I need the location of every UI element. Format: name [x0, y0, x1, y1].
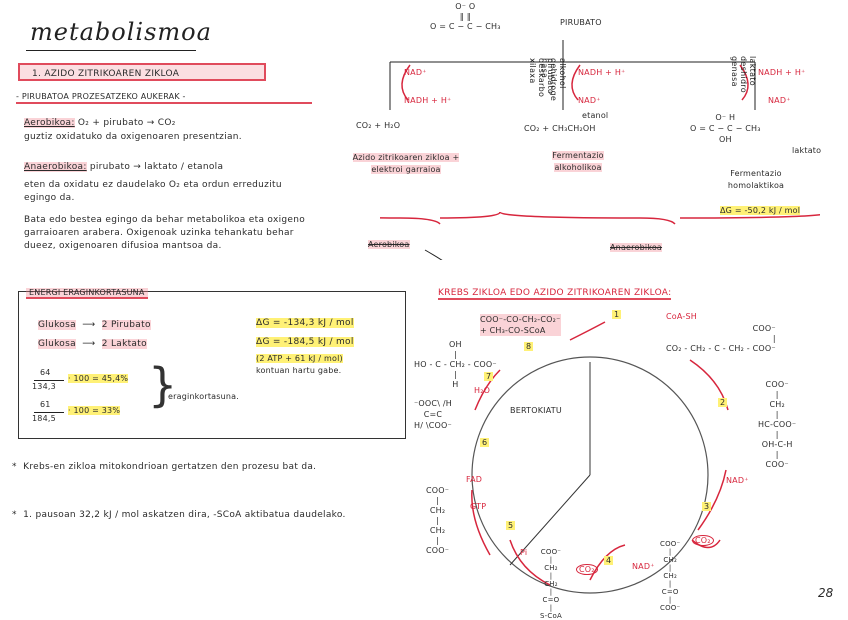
aerobic-line: Aerobikoa: O₂ + pirubato → CO₂: [24, 118, 304, 128]
section-subheader: - PIRUBATOA PROZESATZEKO AUKERAK -: [16, 92, 312, 104]
pi: Pi: [520, 548, 528, 557]
step-4: 4: [604, 556, 614, 565]
akg-formula: COO⁻ | CH₂ | CH₂ | C=O | COO⁻: [660, 540, 681, 612]
frac2-num: 61: [40, 400, 51, 409]
anaerobic-text: eten da oxidatu ez daudelako O₂ eta ordu…: [24, 180, 282, 203]
step-1: 1: [612, 310, 622, 319]
b1-products: CO₂ + H₂O: [356, 121, 401, 130]
b1-name: Azido zitrikoaren zikloa + elektroi garr…: [346, 152, 466, 176]
row1-dg: ΔG = -134,3 kJ / mol: [256, 318, 354, 328]
pyruvate-formula: O⁻ O ‖ ‖ O = C − C − CH₃: [430, 2, 501, 31]
step-8: 8: [524, 342, 534, 351]
frac1-res: · 100 = 45,4%: [68, 374, 129, 383]
aerobic-equation: O₂ + pirubato → CO₂: [77, 118, 176, 128]
b1-name-text: Azido zitrikoaren zikloa + elektroi garr…: [352, 153, 460, 174]
title-underline: [26, 50, 196, 51]
fad: FAD: [466, 475, 483, 484]
b3-enzyme: laktato deshidro genasa: [730, 56, 757, 93]
oxaloacetate-acetylcoa: COO⁻-CO-CH₂-CO₂⁻ + CH₃-CO-SCoA: [480, 314, 561, 336]
note-1: * Krebs-en zikloa mitokondrioan gertatze…: [12, 460, 372, 474]
row1-arrow: ⟶: [79, 320, 99, 330]
step-2: 2: [718, 398, 728, 407]
frac2-bar: [34, 412, 64, 413]
bullet-2: *: [12, 510, 24, 520]
malate-formula: OH | HO - C - CH₂ - COO⁻ | H: [414, 340, 497, 389]
row2-note2: kontuan hartu gabe.: [256, 366, 342, 375]
energy-box-title: ENERGI ERAGINKORTASUNA: [26, 288, 148, 299]
b3-name: Fermentazio homolaktikoa: [727, 169, 785, 190]
step-7: 7: [484, 372, 494, 381]
page-number: 28: [818, 586, 834, 600]
fumarate-formula: ⁻OOC\ /H C=C H/ \COO⁻: [414, 399, 452, 430]
anaerobic-equation: pirubato → laktato / etanola: [89, 162, 224, 172]
anaerobic-label: Anaerobikoa:: [24, 162, 87, 172]
b3-dg: ΔG = -50,2 kJ / mol: [720, 206, 801, 215]
nad-2: NAD⁺: [632, 562, 655, 571]
brace: }: [148, 358, 178, 412]
b2-enzyme-2: alkohol dehidroge nasa: [540, 58, 567, 102]
krebs-title: KREBS ZIKLOA EDO AZIDO ZITRIKOAREN ZIKLO…: [438, 288, 672, 300]
note-2-text: 1. pausoan 32,2 kJ / mol askatzen dira, …: [23, 510, 346, 520]
row1-right: 2 Pirubato: [101, 320, 151, 330]
b3-formula: O⁻ H O = C − C − CH₃ OH: [690, 113, 761, 144]
row2-left: Glukosa: [38, 339, 76, 349]
b3-nad: NAD⁺: [768, 96, 791, 105]
citrate-formula: COO⁻ | CO₂ - CH₂ - C - CH₂ - COO⁻: [666, 324, 776, 353]
step-6: 6: [480, 438, 490, 447]
frac1-bar: [34, 380, 64, 381]
branch-lines: [380, 40, 820, 260]
frac2-res: · 100 = 33%: [68, 406, 121, 415]
paragraph-1: Bata edo bestea egingo da behar metaboli…: [24, 215, 306, 251]
step-5: 5: [506, 521, 516, 530]
energy-box: [18, 291, 406, 439]
isocitrate-formula: COO⁻ | CH₂ | HC-COO⁻ | OH-C-H | COO⁻: [758, 380, 797, 469]
brace-label: eraginkortasuna.: [168, 392, 240, 401]
frac1-den: 134,3: [32, 382, 56, 391]
b2-etanol: etanol: [582, 111, 609, 120]
frac2-den: 184,5: [32, 414, 56, 423]
b1-nad: NAD⁺: [404, 68, 427, 77]
row1-left: Glukosa: [38, 320, 76, 330]
bullet-1: *: [12, 462, 24, 472]
energy-row-2: Glukosa ⟶ 2 Laktato: [38, 339, 147, 349]
succinate-formula: COO⁻ | CH₂ | CH₂ | COO⁻: [426, 486, 450, 555]
b3-nadh: NADH + H⁺: [758, 68, 806, 77]
gtp: GTP: [470, 502, 487, 511]
b2-name-text: Fermentazio alkoholikoa: [552, 151, 604, 172]
frac2-result: · 100 = 33%: [68, 406, 121, 415]
section-header: 1. AZIDO ZITRIKOAREN ZIKLOA: [18, 63, 266, 81]
page-title: metabolismoa: [30, 18, 212, 46]
succinylcoa-formula: COO⁻ | CH₂ | CH₂ | C=O | S-CoA: [540, 548, 562, 620]
frac1-result: · 100 = 45,4%: [68, 374, 129, 383]
step-3: 3: [702, 502, 712, 511]
b2-nadh: NADH + H⁺: [578, 68, 626, 77]
h2o: H₂O: [474, 386, 491, 395]
krebs-diagram: [471, 321, 729, 594]
row2-note1: (2 ATP + 61 kJ / mol): [256, 354, 343, 363]
co2-b: CO₂: [576, 564, 598, 575]
row2-dg: ΔG = -184,5 kJ / mol: [256, 337, 354, 347]
b2-name: Fermentazio alkoholikoa: [528, 150, 628, 174]
aerobic-label: Aerobikoa:: [24, 118, 75, 128]
note-2: * 1. pausoan 32,2 kJ / mol askatzen dira…: [12, 508, 352, 522]
aerobic-text: guztiz oxidatuko da oxigenoaren presentz…: [24, 132, 242, 142]
row2-right: 2 Laktato: [101, 339, 147, 349]
b3-lactate-label: laktato: [792, 146, 822, 155]
note-1-text: Krebs-en zikloa mitokondrioan gertatzen …: [23, 462, 317, 472]
pyruvate-label: PIRUBATO: [560, 18, 602, 27]
nad-1: NAD⁺: [726, 476, 749, 485]
aerobic-bottom-label: Aerobikoa: [368, 240, 410, 249]
frac1-num: 64: [40, 368, 51, 377]
b2-products: CO₂ + CH₃CH₂OH: [524, 124, 596, 133]
b1-nadh: NADH + H⁺: [404, 96, 452, 105]
energy-row-1: Glukosa ⟶ 2 Pirubato: [38, 320, 151, 330]
coa-sh: CoA-SH: [666, 312, 697, 321]
anaerobic-bottom-label: Anaerobikoa: [610, 243, 663, 252]
co2-a: CO₂: [692, 535, 714, 546]
anaerobic-line: Anaerobikoa: pirubato → laktato / etanol…: [24, 162, 309, 172]
b2-nad: NAD⁺: [578, 96, 601, 105]
row2-arrow: ⟶: [79, 339, 99, 349]
b2-enzyme-1: pirubato deskarbo xilaxa: [528, 58, 555, 98]
krebs-center: BERTOKIATU: [510, 406, 562, 415]
